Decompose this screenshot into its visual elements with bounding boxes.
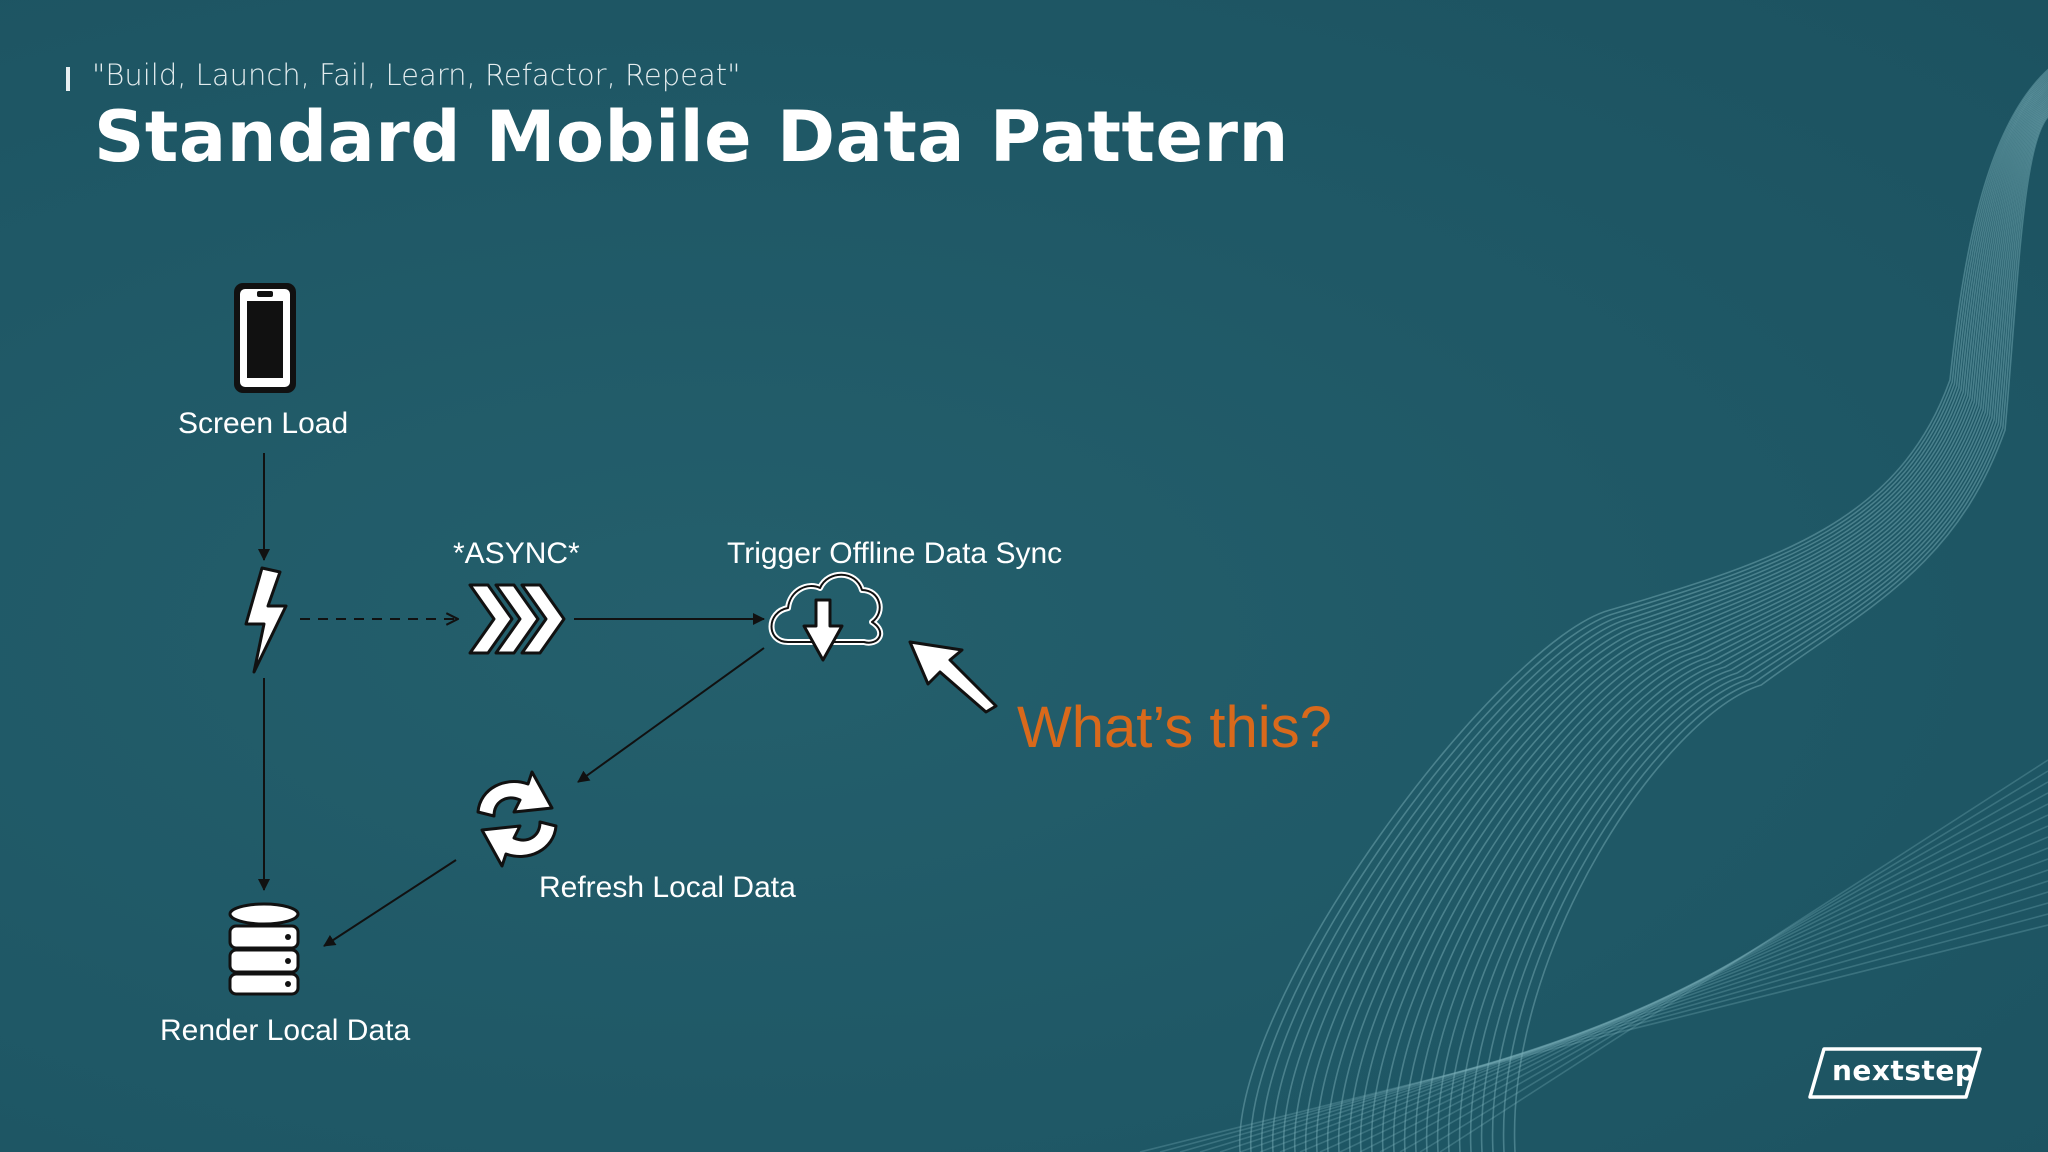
- contour-line: [1250, 70, 2048, 1152]
- database-icon: [228, 902, 300, 996]
- contour-line: [1403, 96, 2048, 1152]
- contour-line: [1447, 104, 2048, 1152]
- node-label-sync: Trigger Offline Data Sync: [727, 537, 1063, 570]
- contour-line: [1139, 924, 2048, 1152]
- contour-line: [1179, 902, 2048, 1152]
- lightning-bolt-icon: [244, 566, 288, 674]
- contour-line: [1159, 913, 2048, 1152]
- contour-line: [1219, 880, 2048, 1152]
- contour-line: [1359, 803, 2048, 1152]
- contour-line: [1469, 107, 2048, 1152]
- contour-line: [1299, 836, 2048, 1152]
- slide-title: Standard Mobile Data Pattern: [94, 96, 1289, 178]
- contour-line: [1239, 869, 2048, 1152]
- contour-line: [1379, 792, 2048, 1152]
- contour-line: [1349, 87, 2048, 1152]
- contour-line: [1371, 91, 2048, 1152]
- edge-sync-to-refresh: [577, 647, 765, 783]
- pointer-arrow-icon: [908, 640, 998, 714]
- contour-line: [1259, 858, 2048, 1152]
- contour-line: [1279, 847, 2048, 1152]
- contour-line: [1392, 95, 2048, 1152]
- contour-line: [1414, 98, 2048, 1152]
- node-label-async: *ASYNC*: [453, 537, 580, 570]
- contour-line: [1419, 770, 2048, 1152]
- contour-line: [1458, 106, 2048, 1152]
- contour-line: [1513, 115, 2048, 1152]
- contour-line: [1338, 85, 2048, 1152]
- contour-line: [1399, 781, 2048, 1152]
- contour-line: [1239, 68, 2048, 1152]
- contour-line: [1316, 82, 2048, 1152]
- contour-line: [1199, 891, 2048, 1152]
- node-label-refresh: Refresh Local Data: [539, 871, 796, 904]
- contour-line: [1272, 74, 2048, 1152]
- contour-line: [1382, 93, 2048, 1152]
- contour-line: [1491, 111, 2048, 1152]
- edge-refresh-to-render: [323, 859, 457, 947]
- contour-line: [1294, 78, 2048, 1152]
- slide-quote: "Build, Launch, Fail, Learn, Refactor, R…: [92, 58, 741, 92]
- nextstep-logo: [1808, 1047, 1982, 1099]
- contour-line: [1502, 113, 2048, 1152]
- callout-text: What’s this?: [1017, 695, 1332, 760]
- contour-line: [1360, 89, 2048, 1152]
- contour-line: [1425, 100, 2048, 1152]
- contour-line: [1436, 102, 2048, 1152]
- cloud-download-icon: [768, 571, 884, 662]
- quote-bar: [66, 67, 70, 91]
- contour-line: [1283, 76, 2048, 1152]
- smartphone-icon: [234, 283, 296, 393]
- contour-line: [1439, 759, 2048, 1152]
- contour-line: [1261, 72, 2048, 1152]
- contour-line: [1319, 825, 2048, 1152]
- contour-line: [1327, 83, 2048, 1152]
- fast-forward-chevrons-icon: [468, 583, 566, 655]
- contour-line: [1305, 80, 2048, 1152]
- node-label-render: Render Local Data: [160, 1014, 411, 1047]
- node-label-screen-load: Screen Load: [178, 407, 349, 440]
- contour-line: [1339, 814, 2048, 1152]
- contour-line: [1480, 109, 2048, 1152]
- logo-text: nextstep: [1832, 1054, 1976, 1087]
- refresh-icon: [476, 770, 558, 868]
